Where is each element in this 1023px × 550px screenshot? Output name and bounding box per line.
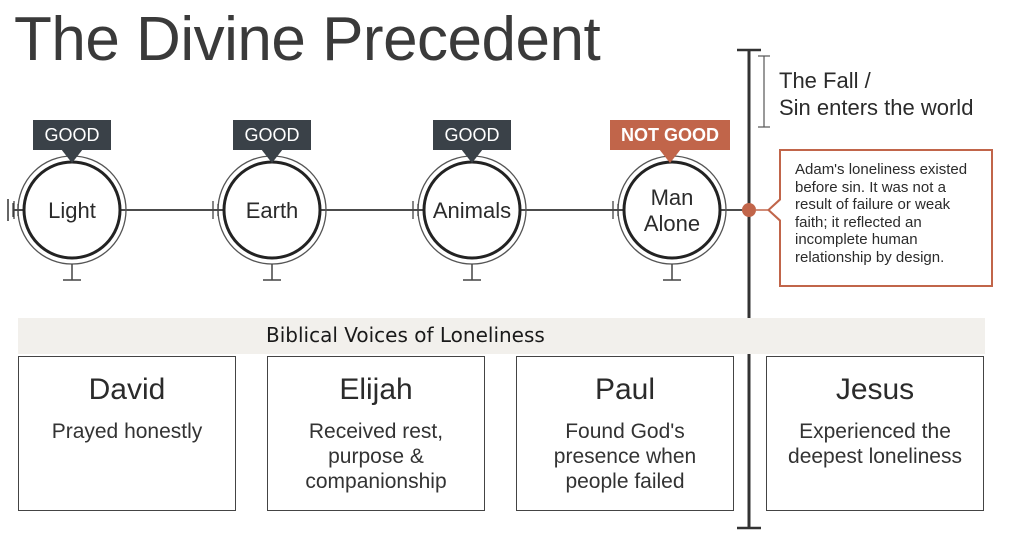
section-banner — [18, 318, 985, 354]
voice-name: David — [88, 373, 166, 406]
node-label-animals: Animals — [432, 198, 512, 223]
fall-marker-dot — [742, 203, 756, 217]
fall-bracket — [758, 55, 770, 128]
voice-card-elijah: Elijah Received rest, purpose & companio… — [267, 356, 485, 511]
node-badge-earth: GOOD — [233, 120, 311, 163]
badge-label: GOOD — [244, 125, 300, 145]
voice-card-jesus: Jesus Experienced the deepest loneliness — [766, 356, 984, 511]
badge-label: NOT GOOD — [621, 125, 719, 145]
voice-name: Paul — [594, 373, 656, 406]
node-badge-animals: GOOD — [433, 120, 511, 163]
voice-description: Found God's presence when people failed — [553, 420, 697, 493]
node-label-light: Light — [48, 198, 96, 223]
node-label-earth: Earth — [245, 198, 299, 223]
badge-pointer — [659, 149, 681, 163]
callout-pointer-fill — [770, 200, 781, 220]
voice-card-paul: Paul Found God's presence when people fa… — [516, 356, 734, 511]
badge-pointer — [261, 149, 283, 163]
voice-description: Received rest, purpose & companionship — [305, 420, 447, 493]
voice-name: Jesus — [835, 373, 915, 406]
fall-label: The Fall / Sin enters the world — [779, 67, 973, 121]
section-banner-title: Biblical Voices of Loneliness — [266, 323, 545, 347]
page-title: The Divine Precedent — [14, 5, 601, 74]
voice-card-david: David Prayed honestly — [18, 356, 236, 511]
voice-description: Experienced the deepest loneliness — [788, 420, 962, 468]
badge-label: GOOD — [444, 125, 500, 145]
fall-label-line: Sin enters the world — [779, 95, 974, 120]
fall-label-line: The Fall / — [779, 68, 871, 93]
badge-pointer — [461, 149, 483, 163]
badge-pointer — [61, 149, 83, 163]
node-badge-man-alone: NOT GOOD — [610, 120, 730, 163]
callout-box: Adam's loneliness existed before sin. It… — [779, 149, 993, 287]
node-badge-light: GOOD — [33, 120, 111, 163]
badge-label: GOOD — [44, 125, 100, 145]
voice-name: Elijah — [339, 373, 413, 406]
node-label-man-alone: Man Alone — [643, 185, 701, 236]
voice-description: Prayed honestly — [51, 420, 203, 443]
